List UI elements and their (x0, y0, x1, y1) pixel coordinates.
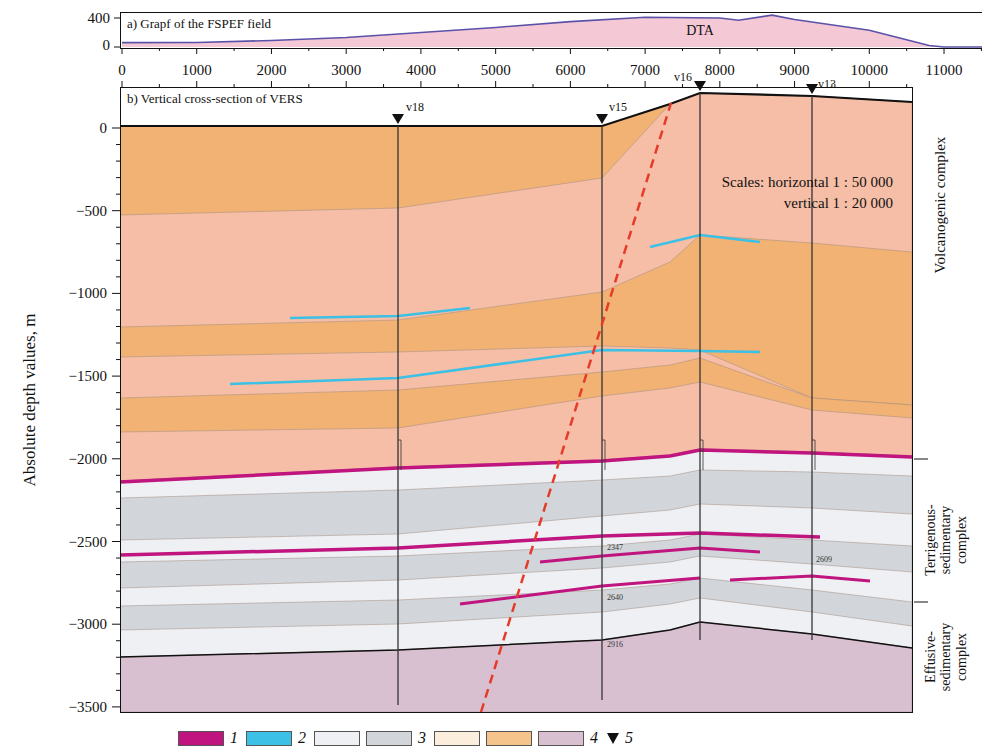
cyan-layer-line (290, 308, 470, 318)
axis-tick-label: −3000 (69, 616, 107, 633)
siltstone-layer (120, 470, 912, 540)
axis-tick-label: −2500 (69, 533, 107, 550)
well-depth-mark: 2640 (607, 594, 623, 603)
fault-line (481, 103, 671, 712)
legend-number: 2 (298, 729, 306, 747)
reservoir-line (460, 578, 700, 604)
well-depth-mark: 2916 (607, 641, 623, 650)
axis-tick-label: −1000 (69, 285, 107, 302)
well-name: v18 (406, 101, 424, 114)
legend-item: 4 (434, 729, 598, 747)
complex-boundary (120, 622, 912, 657)
cyan-layer-line (650, 235, 760, 247)
scale-note: Scales: horizontal 1 : 50 000 (722, 174, 893, 191)
panel-title: b) Vertical cross-section of VERS (123, 90, 307, 108)
axis-tick-label: −2000 (69, 451, 107, 468)
axis-tick-label: −3500 (69, 699, 107, 716)
axis-tick-label: −500 (76, 202, 107, 219)
well-bore (699, 93, 700, 640)
well-head-marker (596, 114, 608, 124)
axis-tick-label: 9000 (780, 62, 810, 79)
legend-swatch-extra (486, 731, 532, 746)
well-log (812, 440, 815, 470)
well-depth-mark: 2609 (816, 556, 832, 565)
axis-tick-label: 3000 (331, 62, 361, 79)
well-log (602, 440, 605, 470)
well-log (700, 440, 703, 470)
legend-swatch (366, 731, 412, 746)
dta-curve (122, 15, 982, 47)
legend-well-marker (606, 731, 620, 745)
axis-tick-label: 0 (118, 62, 126, 79)
effusive-layer (120, 622, 912, 712)
axis-tick-label: 1000 (182, 62, 212, 79)
axis-tick-label: 4000 (406, 62, 436, 79)
dta-area (122, 15, 982, 47)
axis-tick-label: 0 (103, 37, 111, 54)
well-bore (397, 126, 398, 705)
complex-label: Terrigenous-sedimentary complex (923, 481, 969, 599)
curve-label: DTA (686, 23, 714, 38)
legend-number: 3 (418, 729, 426, 747)
legend-swatch (538, 731, 584, 746)
cyan-layer-line (230, 350, 760, 384)
axis-tick-label: 6000 (555, 62, 585, 79)
well-name: v16 (674, 71, 692, 84)
well-name: v15 (609, 101, 627, 114)
legend-swatch-extra (314, 731, 360, 746)
axis-tick-label: 400 (88, 10, 111, 27)
legend-swatch (246, 731, 292, 746)
legend-number: 5 (625, 729, 633, 747)
complex-label: Effusive-sedimentary complex (923, 602, 969, 712)
well-depth-mark: 2347 (607, 544, 623, 553)
legend-item: 2 (246, 729, 306, 747)
axis-tick-label: 2000 (256, 62, 286, 79)
volcanic-orange-layer (120, 358, 912, 432)
well-head-marker (392, 114, 404, 124)
legend-item: 3 (314, 729, 426, 747)
axis-tick-label: 5000 (481, 62, 511, 79)
well-head-marker (806, 84, 818, 94)
legend-swatch-extra (434, 731, 480, 746)
scale-note: vertical 1 : 20 000 (784, 195, 893, 212)
legend-item: 1 (178, 729, 238, 747)
complex-label: Volcanogenic complex (932, 75, 949, 335)
reservoir-line (540, 548, 760, 562)
legend: 1 2 3 4 5 (178, 729, 641, 747)
well-head-marker (694, 81, 706, 91)
axis-tick-label: 11000 (926, 62, 963, 79)
well-bore (601, 126, 602, 700)
axis-tick-label: 7000 (630, 62, 660, 79)
legend-number: 4 (590, 729, 598, 747)
volcanic-layer (120, 93, 912, 481)
reservoir-line (120, 450, 912, 482)
siltstone-layer (120, 534, 912, 588)
axis-tick-label: 8000 (705, 62, 735, 79)
axis-tick-label: 0 (100, 120, 108, 137)
well-log (398, 440, 401, 470)
legend-item: 5 (606, 729, 633, 747)
axis-ticks (112, 18, 981, 707)
axis-tick-label: −1500 (69, 368, 107, 385)
legend-swatch (178, 731, 224, 746)
reservoir-line (120, 533, 820, 555)
panel-frame: a) Grapf of the FSPEF field (120, 12, 982, 49)
legend-number: 1 (230, 729, 238, 747)
well-name: v13 (818, 78, 836, 91)
reservoir-line (730, 576, 870, 581)
volcanic-orange-layer (120, 93, 912, 215)
panel-title: a) Grapf of the FSPEF field (123, 15, 275, 33)
axis-title: Absolute depth values, m (21, 235, 40, 565)
sandstone-layer (120, 449, 912, 657)
axis-tick-label: 10000 (851, 62, 889, 79)
